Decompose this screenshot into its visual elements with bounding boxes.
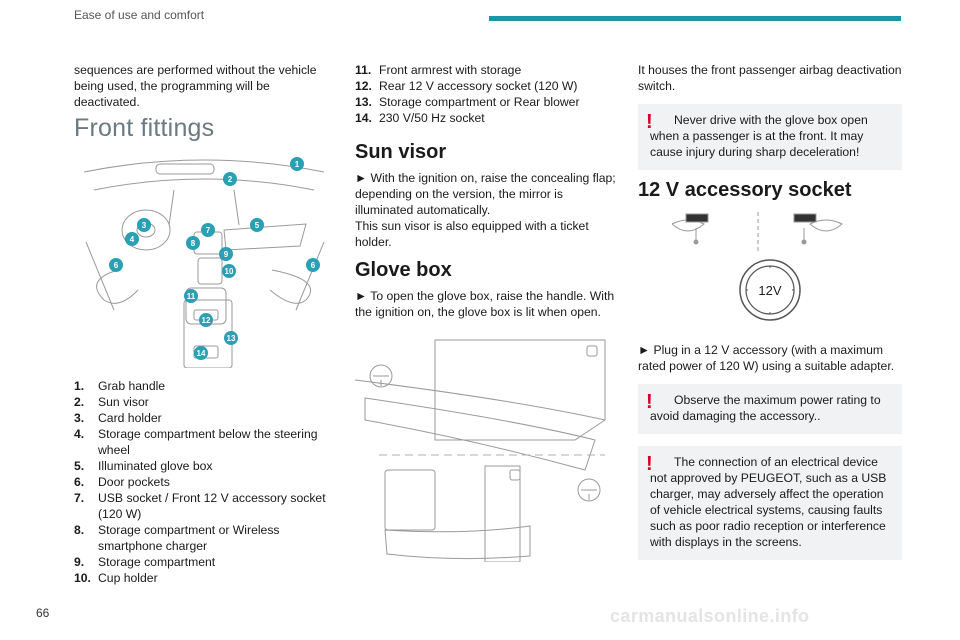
list-item-label: Storage compartment or Wireless smartpho… — [98, 523, 280, 553]
section-title-sun-visor: Sun visor — [355, 141, 447, 163]
figure-callout-13: 13 — [227, 334, 236, 343]
figure-callout-11: 11 — [187, 292, 196, 301]
list-item-number: 1. — [74, 379, 85, 393]
list-item-label: Illuminated glove box — [98, 459, 213, 473]
column-left: sequences are performed without the vehi… — [74, 62, 336, 586]
list-item-label: Cup holder — [98, 571, 158, 585]
list-item-label: Storage compartment or Rear blower — [379, 95, 580, 109]
warning-icon: ! — [646, 391, 653, 413]
column-right: It houses the front passenger airbag dea… — [638, 62, 902, 572]
list-item-label: Card holder — [98, 411, 162, 425]
list-item: 14. 230 V/50 Hz socket — [355, 110, 617, 126]
list-item: 2. Sun visor — [74, 394, 336, 410]
figure-callout-9: 9 — [224, 250, 229, 259]
list-item-number: 4. — [74, 427, 85, 441]
list-item-number: 2. — [74, 395, 85, 409]
list-item-label: USB socket / Front 12 V accessory socket… — [98, 491, 326, 521]
figure-callout-1: 1 — [295, 160, 300, 169]
list-item-label: Front armrest with storage — [379, 63, 522, 77]
list-item-number: 14. — [355, 111, 372, 125]
list-item: 4. Storage compartment below the steering… — [74, 426, 336, 458]
section-title-front-fittings: Front fittings — [74, 114, 215, 142]
list-item: 13. Storage compartment or Rear blower — [355, 94, 617, 110]
list-item: 8. Storage compartment or Wireless smartp… — [74, 522, 336, 554]
header-accent-bar — [489, 16, 901, 21]
warning-text: Never drive with the glove box open when… — [650, 113, 868, 159]
list-item-number: 7. — [74, 491, 85, 505]
running-header: Ease of use and comfort — [74, 8, 205, 22]
list-item-number: 9. — [74, 555, 85, 569]
warning-text: Observe the maximum power rating to avoi… — [650, 393, 881, 423]
list-item-label: Rear 12 V accessory socket (120 W) — [379, 79, 578, 93]
list-item: 1. Grab handle — [74, 378, 336, 394]
list-item: 7. USB socket / Front 12 V accessory sock… — [74, 490, 336, 522]
figure-callout-5: 5 — [255, 221, 260, 230]
list-item: 3. Card holder — [74, 410, 336, 426]
figure-callout-10: 10 — [225, 267, 234, 276]
list-item-number: 8. — [74, 523, 85, 537]
glove-box-instruction: ► To open the glove box, raise the handl… — [355, 289, 615, 319]
warning-glove-box: ! Never drive with the glove box open wh… — [638, 104, 902, 170]
list-item: 6. Door pockets — [74, 474, 336, 490]
glove-box-note: It houses the front passenger airbag dea… — [638, 63, 902, 93]
list-item-label: Storage compartment — [98, 555, 216, 569]
figure-callout-7: 7 — [206, 226, 211, 235]
list-item-label: Grab handle — [98, 379, 166, 393]
sun-visor-instruction: ► With the ignition on, raise the concea… — [355, 171, 616, 217]
figure-callout-3: 3 — [142, 221, 147, 230]
page-number: 66 — [36, 606, 50, 620]
list-item-number: 12. — [355, 79, 372, 93]
socket-12v-label: 12V — [758, 283, 781, 298]
warning-unapproved-device: ! The connection of an electrical device… — [638, 446, 902, 560]
fittings-list-part-1: 1. Grab handle 2. Sun visor 3. Card holder 4. S… — [74, 378, 336, 586]
figure-callout-6: 6 — [311, 261, 316, 270]
socket-instruction: ► Plug in a 12 V accessory (with a maxim… — [638, 343, 895, 373]
list-item-number: 3. — [74, 411, 85, 425]
figure-callout-6: 6 — [114, 261, 119, 270]
list-item-number: 10. — [74, 571, 91, 585]
section-title-12v-socket: 12 V accessory socket — [638, 179, 852, 201]
list-item-label: 230 V/50 Hz socket — [379, 111, 485, 125]
sun-visor-note: This sun visor is also equipped with a t… — [355, 219, 589, 249]
fittings-list-part-2: 11. Front armrest with storage 12. Rear 12 … — [355, 62, 617, 126]
list-item: 10. Cup holder — [74, 570, 336, 586]
list-item-number: 5. — [74, 459, 85, 473]
column-middle: 11. Front armrest with storage 12. Rear 12 … — [355, 62, 617, 572]
figure-callout-8: 8 — [191, 239, 196, 248]
figure-callout-12: 12 — [202, 316, 211, 325]
list-item: 12. Rear 12 V accessory socket (120 W) — [355, 78, 617, 94]
list-item-number: 6. — [74, 475, 85, 489]
warning-icon: ! — [646, 111, 653, 133]
figure-callout-14: 14 — [197, 349, 206, 358]
warning-power-rating: ! Observe the maximum power rating to av… — [638, 384, 902, 434]
watermark: carmanualsonline.info — [610, 606, 810, 626]
list-item: 5. Illuminated glove box — [74, 458, 336, 474]
list-item: 11. Front armrest with storage — [355, 62, 617, 78]
section-title-glove-box: Glove box — [355, 259, 452, 281]
list-item-label: Storage compartment below the steering w… — [98, 427, 318, 457]
figure-callout-2: 2 — [228, 175, 233, 184]
list-item-number: 13. — [355, 95, 372, 109]
accessory-socket-diagram: 12V — [671, 212, 843, 321]
list-item-label: Door pockets — [98, 475, 170, 489]
warning-text: The connection of an electrical device n… — [650, 455, 887, 549]
list-item-number: 11. — [355, 63, 372, 77]
list-item-label: Sun visor — [98, 395, 149, 409]
glove-box-diagram — [355, 339, 606, 562]
figure-callout-4: 4 — [130, 235, 135, 244]
warning-icon: ! — [646, 453, 653, 475]
intro-paragraph: sequences are performed without the vehi… — [74, 63, 317, 109]
list-item: 9. Storage compartment — [74, 554, 336, 570]
